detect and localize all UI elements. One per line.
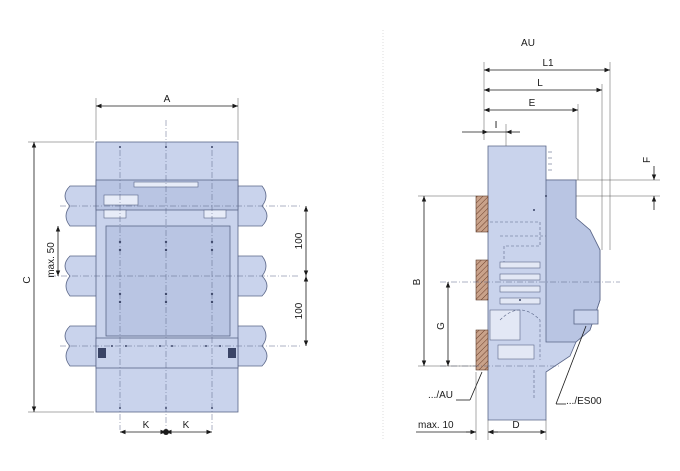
ref-label-es00: .../ES00 [566, 396, 602, 407]
busbar-section-bottom [475, 329, 489, 371]
front-view: A C max. 50 100 100 K K [22, 94, 309, 435]
dim-label-max50: max. 50 [46, 242, 57, 278]
dim-label-l1: L1 [542, 58, 554, 69]
dim-label-l: L [537, 78, 543, 89]
dim-label-100-top: 100 [294, 232, 305, 249]
dim-label-f: F [642, 157, 653, 163]
mounting-points [111, 146, 221, 409]
dim-label-a: A [164, 94, 171, 105]
dim-label-b: B [412, 278, 423, 285]
dim-label-e: E [529, 98, 536, 109]
dim-label-i: I [495, 120, 498, 131]
dim-label-k-right: K [183, 420, 190, 431]
ref-label-au: .../AU [428, 390, 453, 401]
dim-label-k-left: K [143, 420, 150, 431]
dim-label-d: D [512, 420, 519, 431]
fuse-slot-right [203, 209, 227, 219]
dim-label-g: G [436, 322, 447, 330]
busbar-section-middle [475, 259, 489, 301]
fuse-carrier [105, 225, 231, 337]
contacts [489, 261, 541, 360]
fuse-slot-left [103, 194, 139, 206]
side-view: AU L1 L E I F B G .../AU [412, 38, 660, 440]
terminal-strip [95, 337, 239, 369]
busbar-section-top [475, 195, 489, 233]
dim-label-c: C [22, 276, 33, 283]
dim-label-100-bottom: 100 [294, 302, 305, 319]
dim-label-au: AU [521, 38, 535, 49]
dim-label-max10: max. 10 [418, 420, 454, 431]
